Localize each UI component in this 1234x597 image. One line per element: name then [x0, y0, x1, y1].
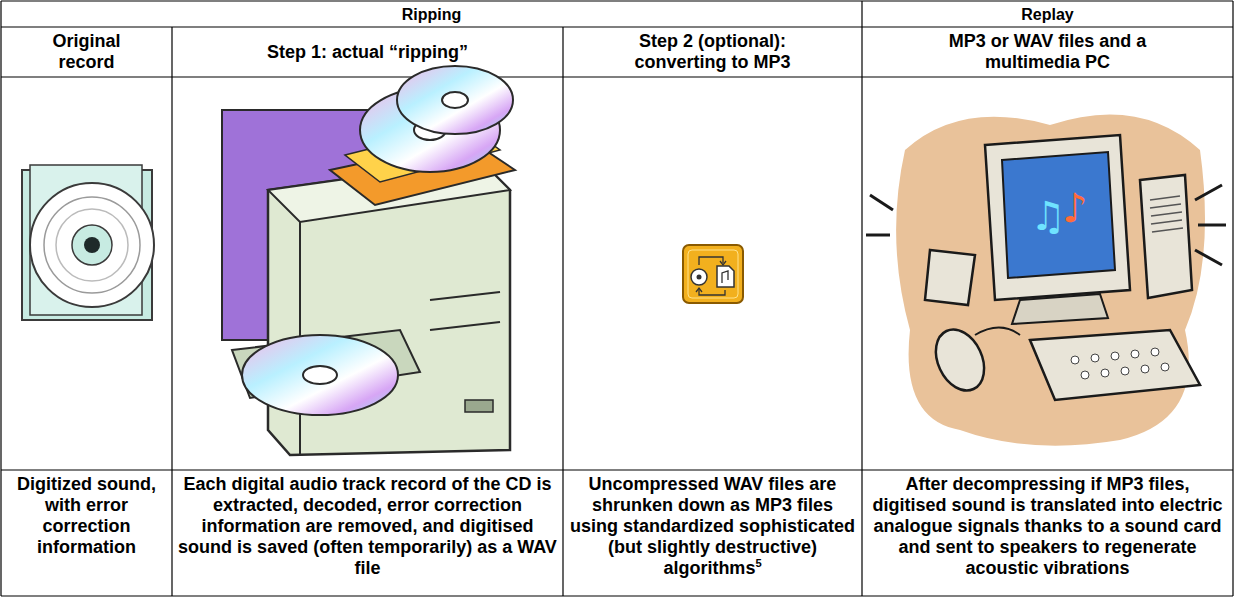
cell-text: Uncompressed WAV files are shrunken down…	[569, 474, 856, 579]
cell-text: Each digital audio track record of the C…	[178, 474, 557, 578]
cell-text: Uncompressed WAV files are shrunken down…	[570, 474, 855, 578]
cell-text: Ripping	[402, 5, 462, 24]
column-header-cell: MP3 or WAV files and a multimedia PC	[862, 27, 1233, 77]
cell-text: Step 2 (optional): converting to MP3	[608, 31, 818, 73]
cell-text: MP3 or WAV files and a multimedia PC	[918, 31, 1178, 73]
cell-text: Digitized sound, with error correction i…	[17, 474, 156, 557]
cd-drive-illustration	[222, 66, 515, 455]
cell-text: Replay	[1021, 6, 1073, 23]
table-cell-cell: Uncompressed WAV files are shrunken down…	[563, 470, 862, 596]
cell-text: Ripping	[402, 6, 462, 23]
cell-text: Replay	[1021, 5, 1073, 24]
multimedia-pc-illustration: ♫ ♪	[866, 114, 1226, 445]
cell-text: Each digital audio track record of the C…	[178, 474, 557, 579]
cell-text: Original record	[32, 31, 142, 73]
svg-text:♫: ♫	[1030, 193, 1066, 239]
convert-icon	[683, 245, 743, 303]
cell-text: Step 1: actual “ripping”	[267, 42, 468, 62]
cell-text: Step 1: actual “ripping”	[267, 42, 468, 63]
svg-text:♪: ♪	[1062, 185, 1088, 231]
column-header-cell: Step 1: actual “ripping”	[172, 27, 563, 77]
cell-text: After decompressing if MP3 files, digiti…	[868, 474, 1227, 579]
cell-text: After decompressing if MP3 files, digiti…	[872, 474, 1222, 578]
cell-text: MP3 or WAV files and a multimedia PC	[949, 31, 1147, 72]
cell-text: Original record	[52, 31, 120, 72]
group-header-cell: Replay	[862, 1, 1233, 27]
group-header-cell: Ripping	[1, 1, 862, 27]
column-header-cell: Original record	[1, 27, 172, 77]
column-header-cell: Step 2 (optional): converting to MP3	[563, 27, 862, 77]
table-cell-cell: Digitized sound, with error correction i…	[1, 470, 172, 596]
cell-text: Step 2 (optional): converting to MP3	[634, 31, 790, 72]
cd-case-icon	[22, 165, 154, 320]
cell-text: Digitized sound, with error correction i…	[7, 474, 166, 558]
table-cell-cell: After decompressing if MP3 files, digiti…	[862, 470, 1233, 596]
footnote-number: 5	[755, 557, 761, 569]
table-cell-cell: Each digital audio track record of the C…	[172, 470, 563, 596]
